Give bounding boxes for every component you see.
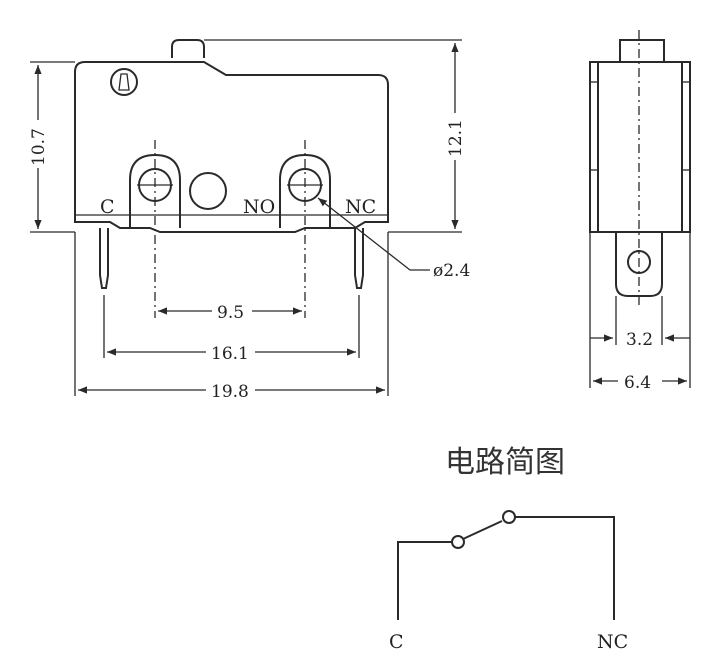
schematic-label-c: C <box>389 631 404 653</box>
contact-c-icon <box>451 535 465 549</box>
wire-nc <box>515 516 615 620</box>
circuit-schematic: 电路简图 C NC <box>389 445 628 653</box>
dim-body-width: 6.4 <box>624 373 651 393</box>
dim-pin-spacing: 16.1 <box>211 344 249 364</box>
diameter-leader <box>317 197 430 271</box>
terminal-nc <box>354 228 364 289</box>
side-terminal <box>615 232 663 297</box>
switch-arm <box>462 520 503 540</box>
dim-overall-width: 19.8 <box>211 382 249 402</box>
switch-body <box>74 61 389 233</box>
actuator-button <box>171 39 205 58</box>
wire-c <box>397 541 452 620</box>
dim-hole-diameter: ø2.4 <box>433 261 470 281</box>
side-terminal-hole <box>627 250 651 274</box>
rivet-icon <box>110 68 138 96</box>
schematic-label-nc: NC <box>597 631 628 653</box>
terminal-label-c: C <box>100 196 115 218</box>
terminal-label-nc: NC <box>345 196 376 218</box>
dim-pin-width: 3.2 <box>626 330 653 350</box>
terminal-c <box>99 228 109 289</box>
dim-height-body: 10.7 <box>29 128 49 166</box>
side-body <box>589 61 691 233</box>
terminal-label-no: NO <box>243 196 275 218</box>
contact-nc-icon <box>502 510 516 524</box>
schematic-title: 电路简图 <box>445 445 565 480</box>
dim-hole-spacing: 9.5 <box>217 303 244 323</box>
center-hole <box>189 172 227 210</box>
dim-height-total: 12.1 <box>446 119 466 157</box>
side-view: 3.2 6.4 <box>589 30 691 393</box>
front-view: C NO NC ø2.4 10.7 12.1 9.5 16.1 19.8 <box>29 39 470 402</box>
